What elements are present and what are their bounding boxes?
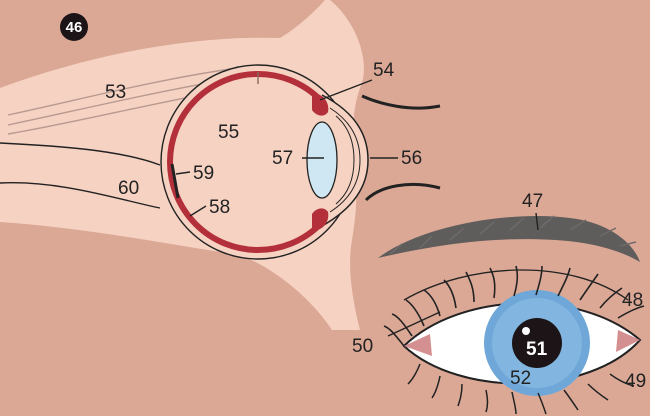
label-51: 51 — [526, 339, 548, 360]
label-49: 49 — [625, 371, 646, 392]
label-59: 59 — [193, 163, 214, 184]
label-58: 58 — [209, 197, 230, 218]
label-48: 48 — [622, 290, 643, 311]
label-52: 52 — [510, 368, 531, 389]
label-55: 55 — [218, 122, 239, 143]
label-57: 57 — [272, 148, 293, 169]
label-56: 56 — [401, 148, 422, 169]
lens — [307, 122, 337, 198]
label-60: 60 — [118, 178, 139, 199]
label-54: 54 — [373, 60, 395, 81]
label-50: 50 — [352, 336, 373, 357]
label-53: 53 — [105, 82, 126, 103]
figure-number: 46 — [66, 19, 83, 36]
label-47: 47 — [522, 191, 543, 212]
eyebrow — [378, 216, 640, 262]
